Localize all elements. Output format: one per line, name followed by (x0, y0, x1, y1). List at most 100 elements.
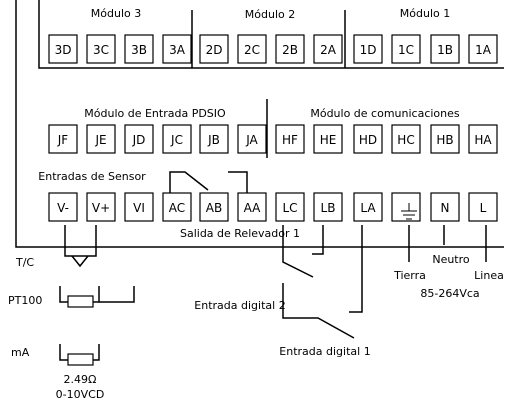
terminal-box (162, 124, 192, 154)
terminal-3b: 3B (124, 34, 154, 64)
terminal-label: N (441, 201, 450, 215)
terminal-box (313, 124, 343, 154)
comms-module-label: Módulo de comunicaciones (310, 107, 460, 120)
terminal-aa: AA (237, 192, 267, 222)
housing-outline (15, 0, 504, 248)
terminal-box (275, 34, 305, 64)
neutral-label: Neutro (432, 253, 470, 266)
terminal-label: 2C (244, 43, 260, 57)
terminal-label: HE (320, 133, 337, 147)
terminal-jb: JB (199, 124, 229, 154)
terminal-box (430, 124, 460, 154)
terminal-label: V+ (92, 201, 110, 215)
terminal-2a: 2A (313, 34, 343, 64)
module-3-label: Módulo 3 (91, 7, 141, 20)
terminal-box (353, 34, 383, 64)
terminal-hc: HC (391, 124, 421, 154)
terminal-box (48, 192, 78, 222)
supply-voltage-label: 85-264Vca (420, 287, 479, 300)
ma-shunt-resistor (67, 353, 94, 366)
terminal-ab: AB (199, 192, 229, 222)
terminal-box (313, 34, 343, 64)
terminal-box (275, 192, 305, 222)
terminal-box (162, 34, 192, 64)
terminal-lc: LC (275, 192, 305, 222)
terminal-label: HB (436, 133, 453, 147)
terminal-ja: JA (237, 124, 267, 154)
terminal-earth (391, 192, 421, 222)
tc-wiring (64, 225, 97, 257)
terminal-label: HC (397, 133, 414, 147)
terminal-label: LB (321, 201, 336, 215)
terminal-label: 2A (320, 43, 337, 57)
terminal-hb: HB (430, 124, 460, 154)
relay-jumper-ac-ab (169, 171, 209, 193)
terminal-box (237, 34, 267, 64)
digital-input-1-switch (282, 283, 355, 339)
la-wire (349, 225, 363, 313)
terminal-jd: JD (124, 124, 154, 154)
terminal-row-2: JF JE JD JC JB JA HF HE HD HC HB HA (48, 124, 498, 154)
voltage-range-label: 0-10VCD (56, 388, 105, 401)
terminal-label: JB (207, 133, 220, 147)
module-2-label: Módulo 2 (245, 8, 295, 21)
terminal-label: LA (360, 201, 376, 215)
lb-wire (312, 225, 324, 255)
terminal-label: 1C (398, 43, 414, 57)
terminal-box (48, 124, 78, 154)
terminal-label: 3D (55, 43, 72, 57)
pt100-lead-right (93, 286, 100, 303)
terminal-box (430, 192, 460, 222)
terminal-label: HA (474, 133, 492, 147)
terminal-label: JF (57, 133, 69, 147)
terminal-box (391, 124, 421, 154)
terminal-label: 3C (93, 43, 109, 57)
terminal-label: 1B (437, 43, 453, 57)
terminal-l: L (468, 192, 498, 222)
terminal-vi: VI (124, 192, 154, 222)
terminal-box (86, 124, 116, 154)
pt100-lead-left (59, 286, 68, 303)
module-1-label: Módulo 1 (400, 7, 450, 20)
terminal-label: 2D (206, 43, 223, 57)
terminal-n: N (430, 192, 460, 222)
ma-label: mA (11, 346, 30, 359)
ma-lead-right (93, 344, 100, 361)
terminal-3c: 3C (86, 34, 116, 64)
terminal-label: VI (133, 201, 145, 215)
terminal-hf: HF (275, 124, 305, 154)
terminal-label: JA (245, 133, 258, 147)
terminal-box (237, 124, 267, 154)
line-label: Linea (474, 269, 504, 282)
terminal-box (199, 34, 229, 64)
terminal-je: JE (86, 124, 116, 154)
terminal-label: JE (94, 133, 106, 147)
terminal-label: HF (282, 133, 298, 147)
terminal-box (48, 34, 78, 64)
ma-lead-left (59, 344, 68, 361)
terminal-label: JD (132, 133, 146, 147)
terminal-box (237, 192, 267, 222)
terminal-he: HE (313, 124, 343, 154)
terminal-label: LC (282, 201, 297, 215)
terminal-box (468, 192, 498, 222)
sensor-inputs-label: Entradas de Sensor (38, 170, 146, 183)
terminal-label: 3B (131, 43, 147, 57)
terminal-2c: 2C (237, 34, 267, 64)
terminal-hd: HD (353, 124, 383, 154)
terminal-2b: 2B (275, 34, 305, 64)
resistor-value-label: 2.49Ω (64, 373, 97, 386)
terminal-box (124, 192, 154, 222)
terminal-box (86, 34, 116, 64)
terminal-ha: HA (468, 124, 498, 154)
terminal-label: 1D (360, 43, 377, 57)
terminal-label: 2B (282, 43, 298, 57)
tc-junction (71, 255, 89, 268)
pt100-lead-third (99, 286, 135, 303)
digital-input-1-label: Entrada digital 1 (279, 345, 370, 358)
terminal-2d: 2D (199, 34, 229, 64)
terminal-jc: JC (162, 124, 192, 154)
